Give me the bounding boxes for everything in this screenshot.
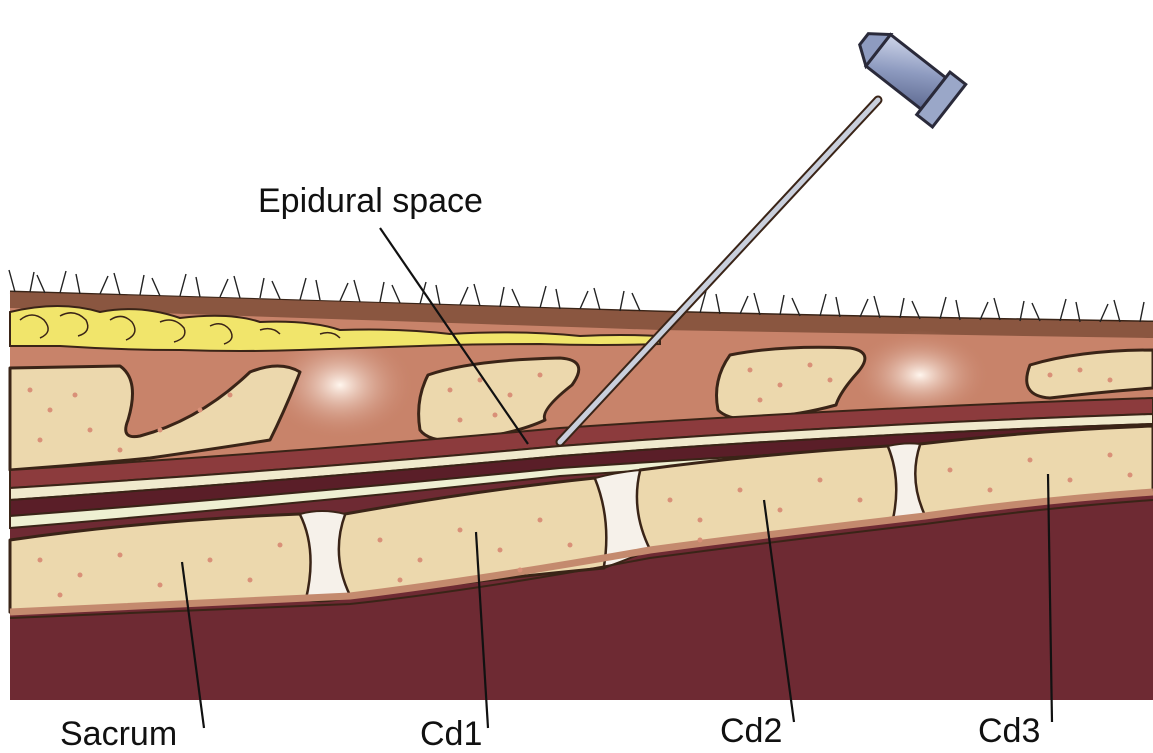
label-epidural-space: Epidural space bbox=[258, 182, 483, 220]
label-cd1: Cd1 bbox=[420, 715, 482, 753]
label-cd2: Cd2 bbox=[720, 712, 782, 750]
label-sacrum: Sacrum bbox=[60, 715, 177, 753]
label-cd3: Cd3 bbox=[978, 712, 1040, 750]
